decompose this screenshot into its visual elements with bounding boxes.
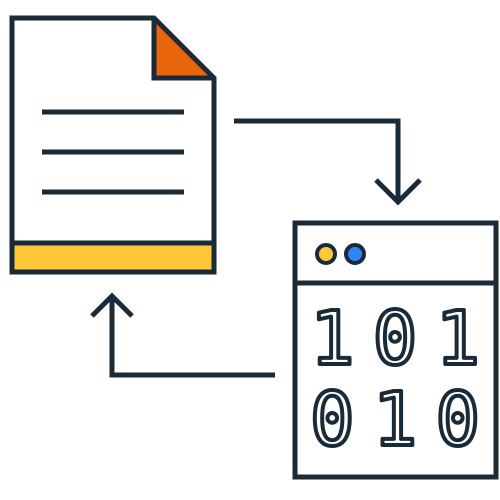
window-dot-blue	[344, 243, 366, 265]
document-icon	[9, 15, 217, 275]
document-page	[12, 18, 214, 272]
document-outline	[9, 15, 217, 275]
window-dot-yellow	[315, 243, 337, 265]
document-footer-band	[12, 243, 214, 272]
arrow-left-up-icon	[90, 292, 275, 378]
binary-window-icon: 101 010	[292, 220, 499, 480]
binary-row-2: 010	[310, 377, 480, 463]
binary-row-1: 101	[310, 296, 480, 382]
arrow-right-down-icon	[234, 118, 422, 206]
document-fold-line	[151, 18, 214, 81]
window-frame	[292, 220, 499, 480]
